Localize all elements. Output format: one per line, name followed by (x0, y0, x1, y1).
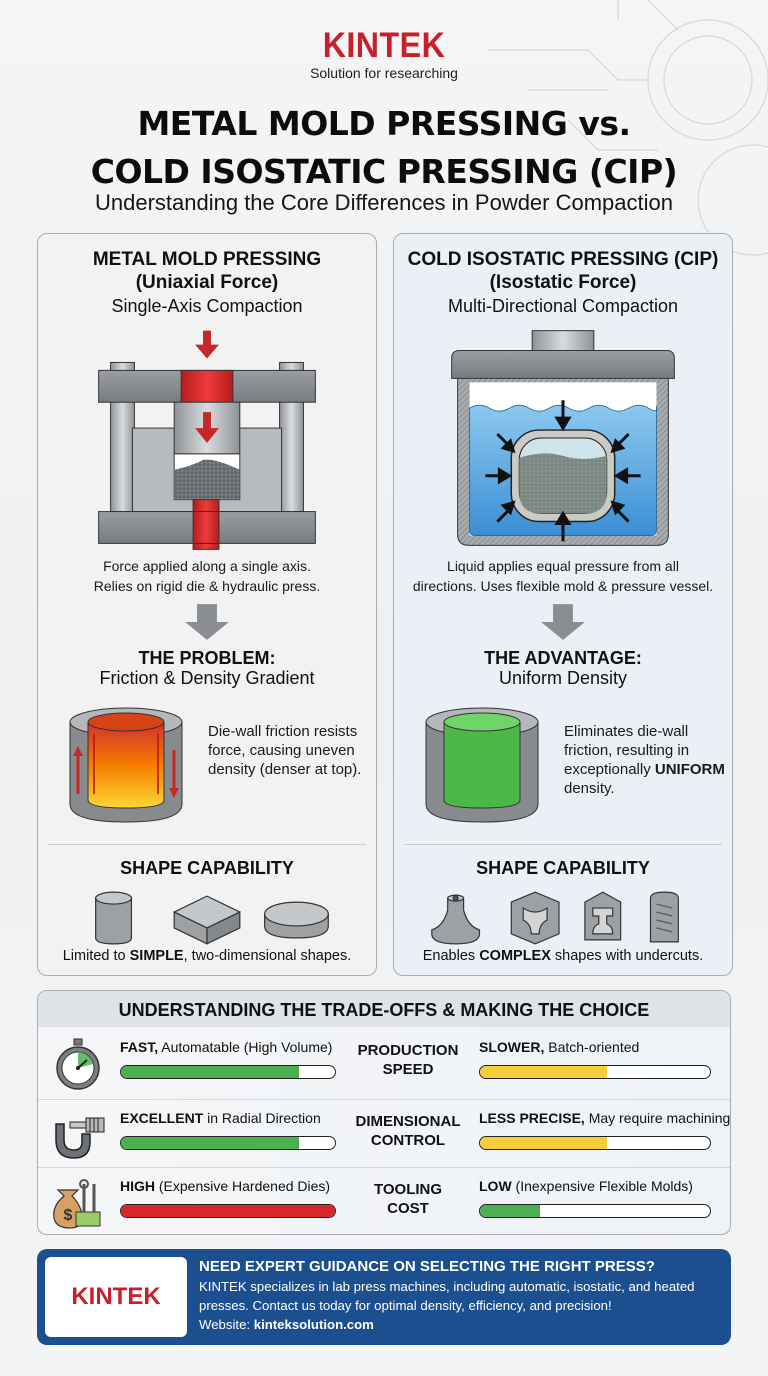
cip-value: LESS PRECISE, May require machining (479, 1110, 731, 1126)
arrow-down-icon (541, 604, 585, 640)
tradeoff-row-dimensional-control: EXCELLENT in Radial Direction DIMENSIONA… (38, 1099, 730, 1167)
tradeoff-row-production-speed: FAST, Automatable (High Volume) PRODUCTI… (38, 1029, 730, 1097)
metal-mold-bar (120, 1065, 336, 1079)
panel-subtitle: Multi-Directional Compaction (447, 296, 679, 316)
threaded-cutaway-icon (649, 891, 679, 943)
cip-bar (479, 1136, 711, 1150)
bar-fill (480, 1205, 540, 1217)
shape-capability-title: SHAPE CAPABILITY (120, 858, 294, 878)
metal-mold-value: FAST, Automatable (High Volume) (120, 1039, 333, 1055)
cta-title: NEED EXPERT GUIDANCE ON SELECTING THE RI… (199, 1258, 655, 1275)
advantage-description: Eliminates die-wall friction, resulting … (564, 723, 725, 797)
metal-mold-bar (120, 1204, 336, 1218)
cylinder-icon (95, 891, 133, 945)
shape-capability-caption: Limited to SIMPLE, two-dimensional shape… (62, 948, 352, 964)
panel-title: METAL MOLD PRESSING (Uniaxial Force) (92, 249, 322, 293)
tradeoff-row-tooling-cost: $ HIGH (Expensive Hardened Dies) TOOLING… (38, 1167, 730, 1234)
metal-mold-value: EXCELLENT in Radial Direction (120, 1110, 321, 1126)
arrow-down-icon (185, 604, 229, 640)
cip-panel: COLD ISOSTATIC PRESSING (CIP) (Isostatic… (393, 233, 733, 976)
circuit-decoration (488, 0, 768, 256)
money-bag-tools-icon: $ (53, 1179, 101, 1229)
bar-fill (480, 1066, 607, 1078)
tradeoffs-title: UNDERSTANDING THE TRADE-OFFS & MAKING TH… (38, 991, 730, 1027)
uniaxial-press-icon (98, 330, 316, 550)
flanged-nozzle-icon (431, 894, 481, 945)
disc-icon (264, 901, 329, 939)
cta-logo: KINTEK (45, 1257, 187, 1337)
simple-shapes-icons (95, 891, 329, 945)
metal-mold-panel: METAL MOLD PRESSING (Uniaxial Force) Sin… (37, 233, 377, 976)
website-link[interactable]: kinteksolution.com (253, 1317, 374, 1332)
method-description: Liquid applies equal pressure from all d… (412, 558, 714, 594)
divider (404, 844, 722, 845)
problem-subtitle: Friction & Density Gradient (99, 668, 315, 688)
page-title: METAL MOLD PRESSING vs. COLD ISOSTATIC P… (90, 104, 678, 191)
advantage-subtitle: Uniform Density (498, 668, 628, 688)
uniform-density-cylinder-icon (425, 707, 539, 823)
cip-bar (479, 1065, 711, 1079)
bar-fill (480, 1137, 607, 1149)
advantage-title: THE ADVANTAGE: (484, 648, 642, 668)
method-description: Force applied along a single axis. Relie… (93, 558, 321, 594)
brand-tagline: Solution for researching (310, 65, 458, 81)
metal-mold-bar (120, 1136, 336, 1150)
problem-description: Die-wall friction resists force, causing… (208, 723, 362, 778)
cta-banner: KINTEK NEED EXPERT GUIDANCE ON SELECTING… (37, 1249, 731, 1345)
metal-mold-value: HIGH (Expensive Hardened Dies) (120, 1178, 331, 1194)
cip-value: LOW (Inexpensive Flexible Molds) (479, 1178, 693, 1194)
svg-text:$: $ (64, 1207, 73, 1224)
brand-logo: KINTEK (322, 26, 446, 65)
shape-capability-caption: Enables COMPLEX shapes with undercuts. (422, 948, 704, 964)
tradeoffs-section: UNDERSTANDING THE TRADE-OFFS & MAKING TH… (37, 990, 731, 1235)
pressure-vessel-icon (451, 330, 675, 546)
page-subtitle: Understanding the Core Differences in Po… (94, 190, 673, 215)
panel-title: COLD ISOSTATIC PRESSING (CIP) (Isostatic… (407, 249, 719, 293)
bar-fill (121, 1066, 299, 1078)
problem-title: THE PROBLEM: (138, 648, 276, 668)
panel-subtitle: Single-Axis Compaction (111, 296, 303, 316)
shape-capability-title: SHAPE CAPABILITY (476, 858, 650, 878)
cta-body: KINTEK specializes in lab press machines… (199, 1279, 695, 1332)
density-gradient-cylinder-icon (69, 707, 183, 823)
cip-value: SLOWER, Batch-oriented (479, 1039, 640, 1055)
cutaway-cube-icon (510, 891, 560, 945)
divider (48, 844, 366, 845)
complex-shapes-icons (431, 891, 679, 945)
bar-fill (121, 1205, 335, 1217)
cutaway-spool-icon (584, 891, 622, 941)
bar-fill (121, 1137, 299, 1149)
cip-bar (479, 1204, 711, 1218)
micrometer-icon (55, 1117, 105, 1159)
cube-icon (172, 895, 242, 945)
stopwatch-icon (56, 1038, 100, 1090)
